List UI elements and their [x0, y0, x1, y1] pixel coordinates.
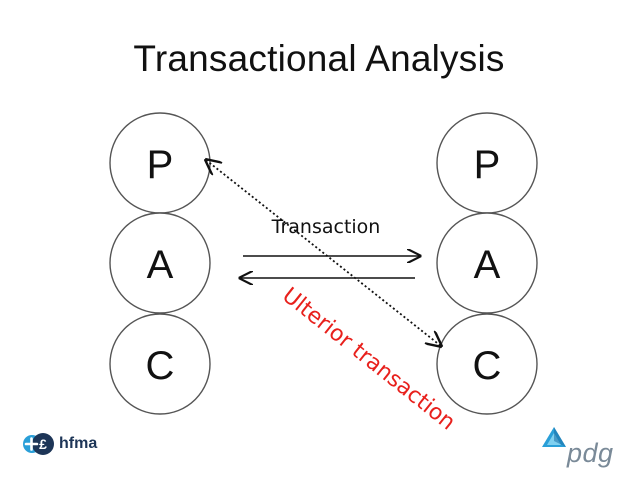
hfma-mark-icon: £	[23, 431, 55, 457]
left-adult-label: A	[147, 243, 174, 287]
pdg-triangle-icon	[542, 427, 566, 447]
slide-title: Transactional Analysis	[133, 38, 505, 79]
ulterior-transaction-arrow	[206, 160, 441, 346]
pdg-wordmark: pdg	[567, 438, 614, 468]
hfma-wordmark: hfma	[59, 435, 98, 452]
ulterior-transaction-label: Ulterior transaction	[277, 283, 460, 435]
left-child-circle	[109, 313, 211, 415]
hfma-logo: £ hfma	[23, 431, 97, 457]
left-ego-states: P A C	[109, 112, 211, 415]
right-adult-label: A	[474, 243, 501, 287]
right-parent-label: P	[474, 143, 501, 187]
svg-text:£: £	[39, 436, 47, 452]
pdg-logo: pdg	[540, 424, 620, 470]
right-ego-states: P A C	[436, 112, 538, 415]
transaction-label: Transaction	[271, 216, 381, 238]
left-child-label: C	[146, 344, 175, 388]
left-parent-label: P	[147, 143, 174, 187]
right-child-circle	[436, 313, 538, 415]
right-child-label: C	[473, 344, 502, 388]
